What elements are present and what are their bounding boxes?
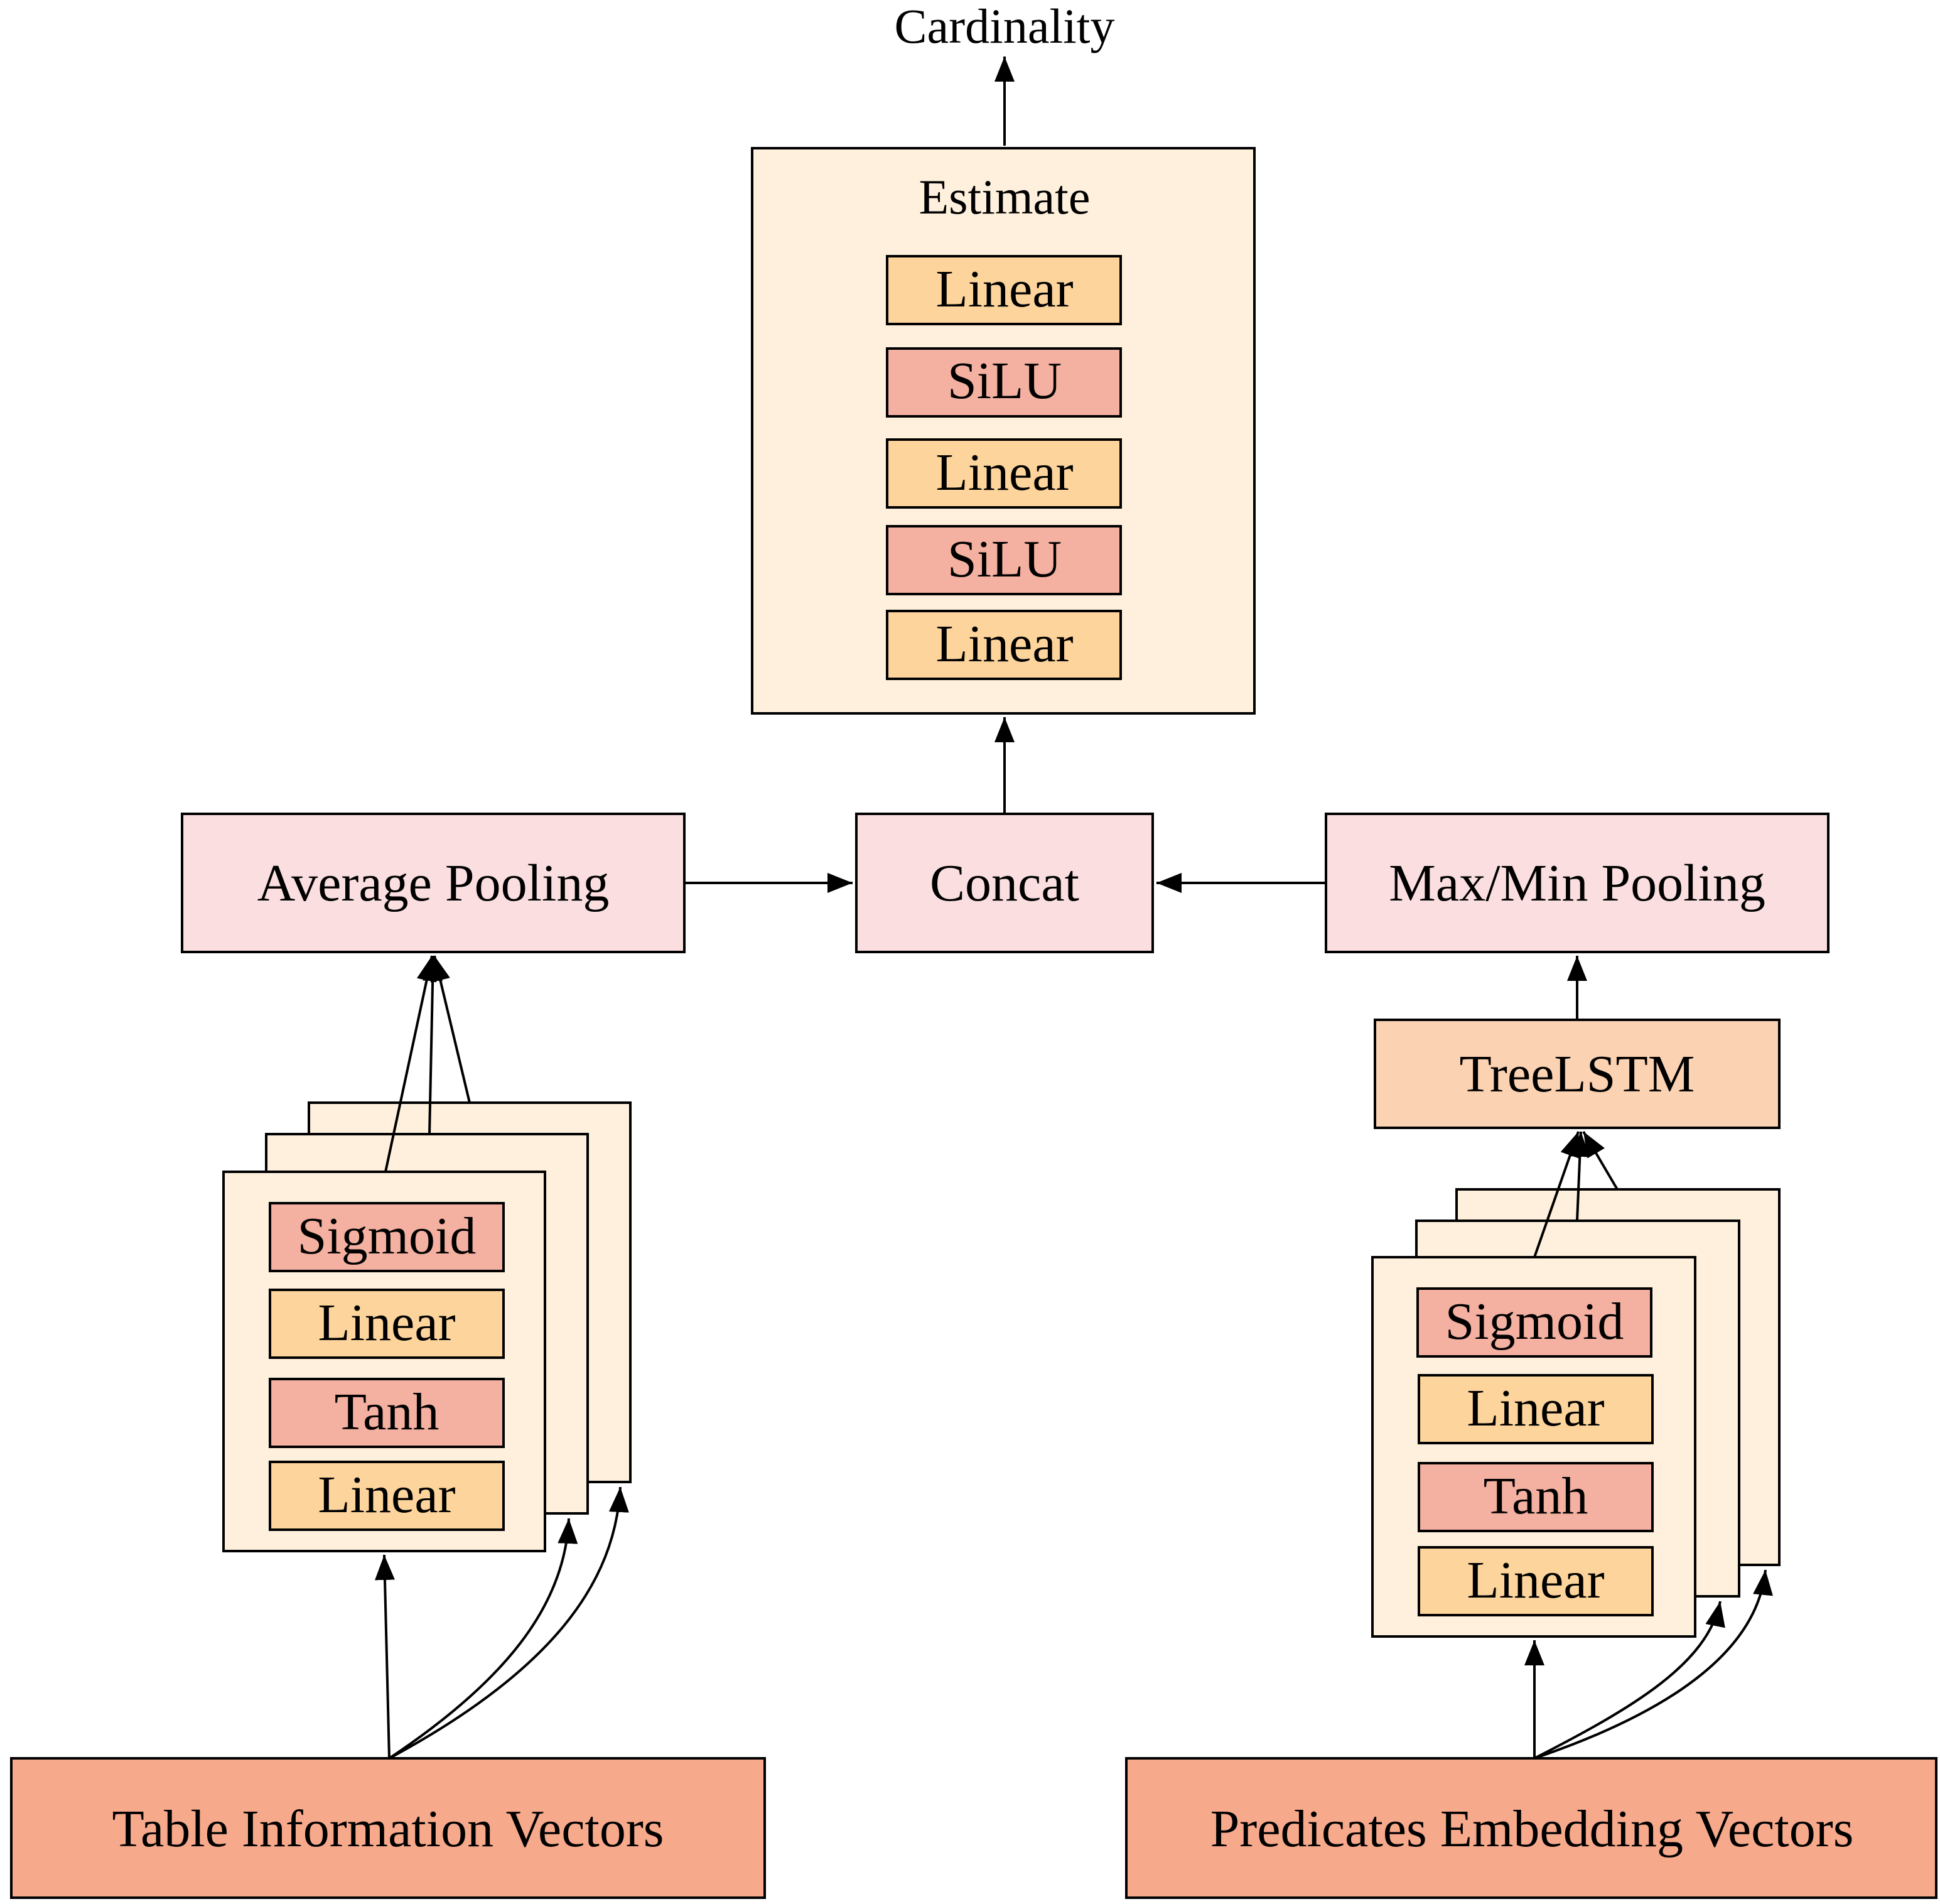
average-pooling-box [181, 813, 686, 953]
table-encoder-layer-label: Linear [318, 1466, 455, 1524]
predicate-encoder-layer-label: Linear [1467, 1551, 1604, 1609]
concat-box [855, 813, 1154, 953]
predicate-input-to-encoder-arrow [1534, 1601, 1725, 1760]
table-encoder-stack: Sigmoid Linear Tanh Linear [222, 1101, 632, 1552]
table-encoder-to-pooling-arrow [423, 955, 443, 1135]
table-encoder-to-pooling-arrow [384, 955, 437, 1172]
estimate-layer-silu-2 [886, 525, 1122, 595]
predicate-encoder-tanh-layer [1418, 1462, 1654, 1532]
table-encoder-layer-label: Linear [318, 1294, 455, 1352]
table-input-to-encoder-arrow [389, 1486, 629, 1760]
estimate-container [751, 147, 1256, 715]
predicate-encoder-layer-label: Linear [1467, 1379, 1604, 1437]
cardinality-label: Cardinality [895, 0, 1115, 53]
table-encoder-layer-label: Tanh [335, 1383, 439, 1441]
treelstm-box [1374, 1019, 1781, 1129]
table-encoder-to-pooling-arrow [430, 955, 471, 1103]
predicate-encoder-stack: Sigmoid Linear Tanh Linear [1371, 1188, 1781, 1638]
treelstm-label: TreeLSTM [1460, 1045, 1695, 1103]
predicate-encoder-layer-label: Sigmoid [1445, 1292, 1624, 1351]
estimate-layer-label: SiLU [947, 530, 1062, 588]
average-pooling-label: Average Pooling [257, 854, 610, 912]
max-min-pooling-label: Max/Min Pooling [1389, 854, 1765, 912]
estimate-layer-linear-2 [886, 438, 1122, 509]
predicate-input-to-encoder-arrow [1534, 1569, 1773, 1760]
table-information-vectors-label: Table Information Vectors [112, 1800, 664, 1858]
estimate-block: Estimate Linear SiLU Linear SiLU Linear [751, 147, 1256, 715]
estimate-layer-linear-1 [886, 255, 1122, 325]
table-information-vectors-box [10, 1757, 766, 1899]
estimate-layer-label: Linear [935, 615, 1073, 673]
table-encoder-linear-layer-2 [269, 1461, 505, 1531]
estimate-layer-label: Linear [935, 260, 1073, 318]
predicate-encoder-linear-layer-2 [1418, 1546, 1654, 1616]
table-encoder-linear-layer-1 [269, 1289, 505, 1359]
table-encoder-tanh-layer [269, 1378, 505, 1448]
estimate-layer-linear-3 [886, 610, 1122, 680]
concat-label: Concat [930, 854, 1079, 912]
estimate-layer-label: Linear [935, 443, 1073, 502]
predicate-encoder-to-treelstm-arrow [1582, 1130, 1619, 1191]
estimate-layer-silu-1 [886, 347, 1122, 418]
table-input-to-encoder-arrow [374, 1554, 395, 1759]
predicate-encoder-linear-layer-1 [1418, 1374, 1654, 1444]
table-encoder-sigmoid-layer [269, 1202, 505, 1272]
predicates-embedding-vectors-label: Predicates Embedding Vectors [1210, 1800, 1854, 1858]
predicate-encoder-to-treelstm-arrow [1570, 1131, 1590, 1221]
predicate-encoder-sigmoid-layer [1416, 1287, 1652, 1358]
estimate-title: Estimate [919, 170, 1091, 224]
table-input-to-encoder-arrow [388, 1518, 578, 1760]
max-min-pooling-box [1325, 813, 1830, 953]
predicate-encoder-layer-label: Tanh [1484, 1467, 1588, 1525]
table-encoder-layer-label: Sigmoid [298, 1207, 477, 1265]
estimate-layer-label: SiLU [947, 352, 1062, 410]
predicates-embedding-vectors-box [1125, 1757, 1937, 1899]
